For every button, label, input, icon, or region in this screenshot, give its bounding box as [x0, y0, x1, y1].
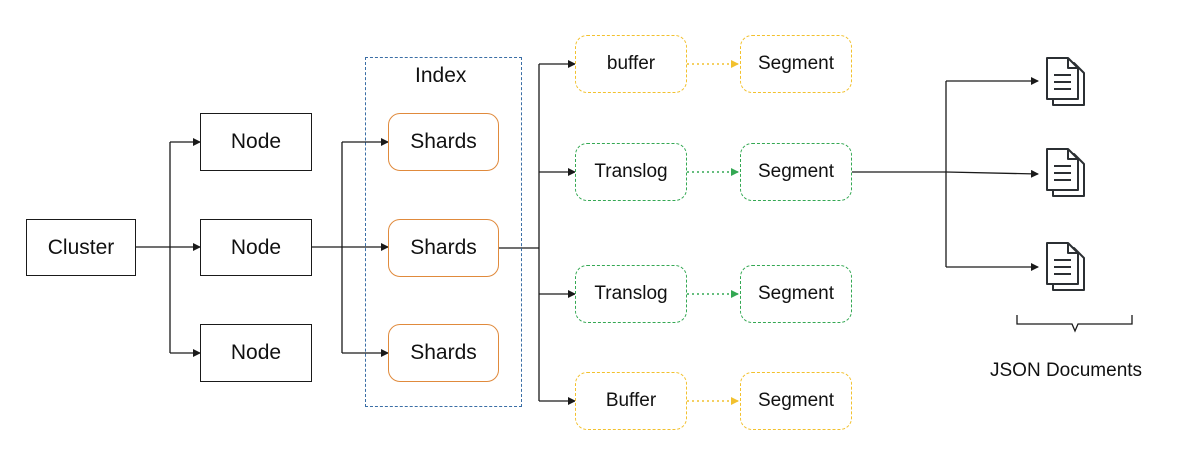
- translog-label: Translog: [594, 283, 668, 304]
- node-label: Node: [230, 130, 282, 153]
- shard-label: Shards: [410, 236, 477, 259]
- node-box-1: Node: [200, 113, 312, 171]
- shard-box-2: Shards: [388, 219, 499, 277]
- index-title: Index: [415, 64, 467, 87]
- document-icon: [1046, 148, 1085, 197]
- shard-label: Shards: [410, 130, 477, 153]
- node-box-3: Node: [200, 324, 312, 382]
- cluster-label: Cluster: [47, 235, 115, 259]
- node-label: Node: [230, 235, 282, 259]
- documents-caption: JSON Documents: [990, 360, 1143, 381]
- segment-label: Segment: [757, 161, 835, 182]
- segment-label: Segment: [757, 283, 835, 304]
- segment-box-1: Segment: [740, 35, 852, 93]
- node-label: Node: [230, 341, 282, 364]
- buffer-label: buffer: [606, 53, 656, 74]
- segment-label: Segment: [757, 390, 835, 411]
- document-icon: [1046, 242, 1085, 291]
- index-group: [365, 57, 522, 407]
- edge-doc-2-arrow: [945, 169, 1039, 178]
- buffer-label: Buffer: [605, 390, 657, 411]
- buffer-box-2: Buffer: [575, 372, 687, 430]
- node-box-2: Node: [200, 219, 312, 276]
- segment-box-2: Segment: [740, 143, 852, 201]
- translog-box-1: Translog: [575, 143, 687, 201]
- cluster-box: Cluster: [26, 219, 136, 276]
- buffer-box-1: buffer: [575, 35, 687, 93]
- shard-label: Shards: [410, 341, 477, 364]
- translog-box-2: Translog: [575, 265, 687, 323]
- document-icon: [1046, 57, 1085, 106]
- segment-label: Segment: [757, 53, 835, 74]
- segment-box-3: Segment: [740, 265, 852, 323]
- translog-label: Translog: [594, 161, 668, 182]
- shard-box-1: Shards: [388, 113, 499, 171]
- documents-brace: [1016, 315, 1133, 333]
- shard-box-3: Shards: [388, 324, 499, 382]
- segment-box-4: Segment: [740, 372, 852, 430]
